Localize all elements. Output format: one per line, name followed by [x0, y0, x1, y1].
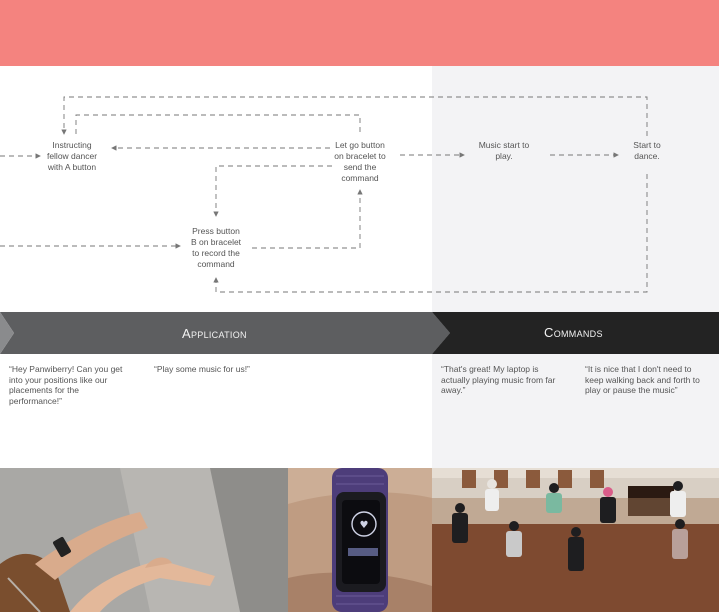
node-let-go: Let go button on bracelet to send the co… — [322, 140, 398, 184]
commands-bar-shape — [432, 312, 719, 354]
quote-line: “That's great! My laptop is — [441, 364, 539, 374]
application-arrow-tip — [432, 312, 450, 354]
quote-4: “It is nice that I don't need to keep wa… — [585, 364, 717, 396]
arrow-outer-loop — [61, 96, 648, 136]
quote-line: “It is nice that I don't need to — [585, 364, 692, 374]
arrow-letgo-to-pressb — [213, 165, 332, 217]
node-let-go-line: on bracelet to — [334, 151, 386, 161]
photo-tracker-closeup: ♥ — [288, 468, 432, 612]
heart-icon — [351, 511, 377, 537]
quote-line: away.” — [441, 385, 466, 395]
photo-wrist-bracelet — [0, 468, 288, 612]
node-press-b-line: Press button — [192, 226, 240, 236]
arrow-pressb-to-letgo — [252, 189, 363, 249]
node-instructing: Instructing fellow dancer with A button — [36, 140, 108, 173]
photo-dance-rehearsal — [432, 468, 719, 612]
quote-line: “Hey Panwiberry! Can you get — [9, 364, 123, 374]
top-banner — [0, 0, 719, 66]
node-start-dance-line: dance. — [634, 151, 660, 161]
quote-line: keep walking back and forth to — [585, 374, 700, 385]
application-title: Application — [182, 326, 247, 341]
node-start-dance-line: Start to — [633, 140, 661, 150]
node-press-b-line: to record the — [192, 248, 240, 258]
node-instructing-line: fellow dancer — [46, 151, 98, 161]
arrow-dance-to-pressb — [213, 174, 648, 293]
application-bar: Application — [0, 312, 450, 354]
quote-line: placements for the — [9, 385, 79, 395]
commands-bar: Commands — [432, 312, 719, 354]
node-instructing-line: with A button — [47, 162, 97, 172]
flow-connectors — [0, 96, 648, 293]
quote-2: “Play some music for us!” — [154, 364, 294, 375]
node-music-start-line: play. — [495, 151, 513, 161]
node-let-go-line: send the — [343, 162, 377, 172]
node-instructing-line: Instructing — [52, 140, 92, 150]
quote-line: “Play some music for us!” — [154, 364, 250, 374]
commands-panel-background — [432, 66, 719, 468]
node-let-go-line: command — [341, 173, 379, 183]
node-let-go-line: Let go button — [335, 140, 385, 150]
flow-diagram: Instructing fellow dancer with A button … — [0, 66, 719, 312]
node-press-b-line: B on bracelet — [190, 237, 242, 247]
quote-line: play or pause the music” — [585, 385, 678, 395]
node-press-b: Press button B on bracelet to record the… — [178, 226, 254, 270]
commands-title: Commands — [544, 325, 603, 340]
arrow-inner-loop — [75, 114, 361, 134]
node-start-dance: Start to dance. — [620, 140, 674, 162]
node-music-start-line: Music start to — [478, 140, 530, 150]
application-bar-shape — [0, 312, 450, 354]
quote-line: actually playing music from far — [441, 374, 556, 385]
node-press-b-line: command — [197, 259, 235, 269]
quote-line: into your positions like our — [9, 374, 108, 385]
quote-line: performance!” — [9, 395, 62, 406]
node-music-start: Music start to play. — [466, 140, 542, 162]
quote-1: “Hey Panwiberry! Can you get into your p… — [9, 364, 149, 406]
quote-3: “That's great! My laptop is actually pla… — [441, 364, 576, 396]
svg-text:♥: ♥ — [360, 520, 369, 531]
